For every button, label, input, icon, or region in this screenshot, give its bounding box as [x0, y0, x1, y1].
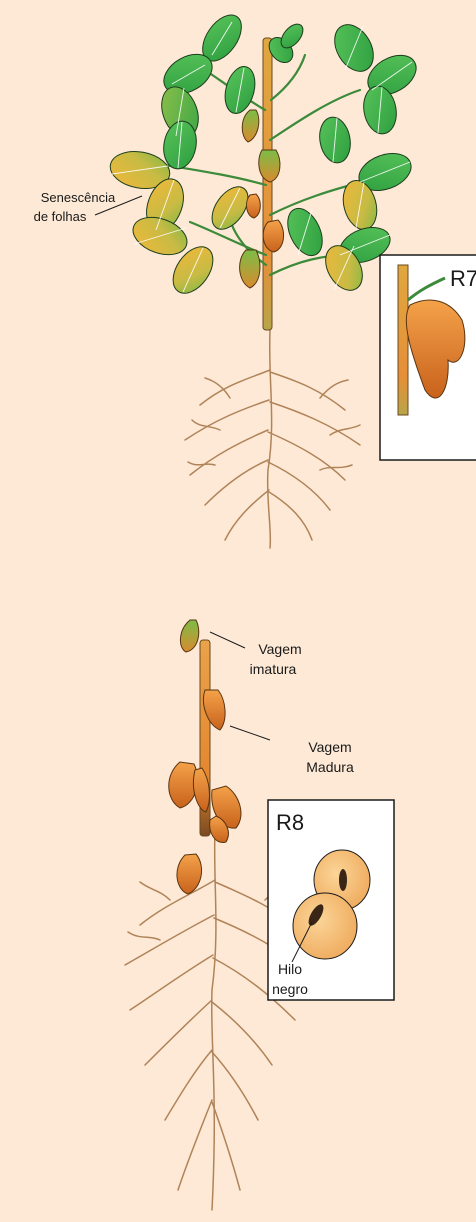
root-icon — [185, 330, 360, 548]
mature-pod-label-line1: Vagem — [308, 739, 351, 755]
hilum-label-line1: Hilo — [278, 961, 302, 977]
r8-inset: R8 Hilo negro — [268, 800, 394, 1000]
r7-inset: R7 — [380, 255, 476, 460]
bottom-plant: Vagem imatura Vagem Madura R8 Hilo negro — [125, 620, 394, 1210]
r8-stage-label: R8 — [276, 810, 304, 835]
mature-pod-label-line2: Madura — [306, 759, 354, 775]
senescence-label-line1: Senescência — [41, 190, 116, 205]
immature-pod-label-line2: imatura — [250, 661, 297, 677]
top-plant: Senescência de folhas R7 — [34, 8, 476, 548]
senescence-label-line2: de folhas — [34, 209, 87, 224]
hilum-label-line2: negro — [272, 981, 308, 997]
r7-stage-label: R7 — [450, 266, 476, 291]
immature-pod-label-line1: Vagem — [258, 641, 301, 657]
